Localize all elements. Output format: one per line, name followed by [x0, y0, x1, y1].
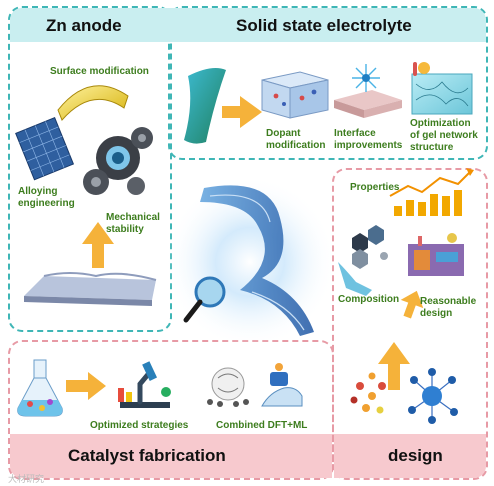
properties-chart-icon — [389, 168, 474, 216]
sse-right-arrow-icon — [222, 96, 262, 128]
zn-anode-panel — [8, 6, 172, 332]
catalyst-right-arrow-icon — [66, 372, 106, 400]
alloying-engineering-label: Alloying engineering — [18, 186, 75, 209]
surface-modification-label: Surface modification — [50, 66, 149, 77]
dft-ml-hand-icon — [261, 363, 303, 407]
properties-label: Properties — [350, 182, 400, 193]
electrolyte-sheet-icon — [184, 68, 226, 144]
zn-anode-header — [10, 8, 170, 42]
composition-label: Composition — [338, 294, 400, 305]
design-title: design — [388, 446, 443, 465]
microscope-icon — [118, 361, 171, 408]
design-panel — [332, 168, 488, 480]
reasonable-design-lab-icon — [408, 233, 464, 276]
dopant-modification-label: Dopant modification — [266, 128, 326, 151]
zn-up-arrow-icon — [82, 222, 114, 268]
combined-dft-ml-label: Combined DFT+ML — [216, 420, 308, 431]
center-ribbon-icon — [200, 185, 314, 336]
interface-improvements-label: Interface improvements — [334, 128, 403, 151]
molecule-cluster-icon — [350, 372, 386, 414]
alloying-grid-icon — [15, 117, 75, 181]
dopant-box-icon — [261, 71, 329, 119]
mechanical-stability-label: Mechanical stability — [106, 212, 160, 235]
dft-ml-brain-icon — [207, 367, 249, 407]
reasonable-design-label: Reasonable design — [420, 296, 477, 319]
interface-slab-icon — [334, 64, 402, 118]
gel-network-box-icon — [411, 62, 473, 115]
watermark: 大材研究 — [8, 474, 45, 484]
zn-anode-title: Zn anode — [46, 16, 122, 35]
flask-icon — [17, 359, 63, 417]
solid-state-electrolyte-title: Solid state electrolyte — [236, 16, 412, 35]
gel-network-optimization-label: Optimization of gel network structure — [410, 118, 478, 153]
optimized-strategies-label: Optimized strategies — [90, 420, 189, 431]
design-header — [334, 434, 486, 478]
zn-slab-icon — [24, 272, 157, 306]
magnifier-icon — [183, 276, 226, 323]
composition-hexagons-icon — [338, 225, 388, 296]
design-curved-arrow-icon — [400, 290, 424, 319]
catalyst-fabrication-title: Catalyst fabrication — [68, 446, 226, 465]
solid-state-electrolyte-panel — [168, 6, 488, 160]
network-sphere-icon — [408, 368, 458, 424]
design-up-arrow-icon — [378, 342, 410, 390]
surface-modification-film-icon — [57, 85, 129, 121]
mechanical-gears-icon — [83, 127, 153, 195]
catalyst-fabrication-header — [10, 434, 332, 478]
solid-state-electrolyte-header — [170, 8, 486, 42]
